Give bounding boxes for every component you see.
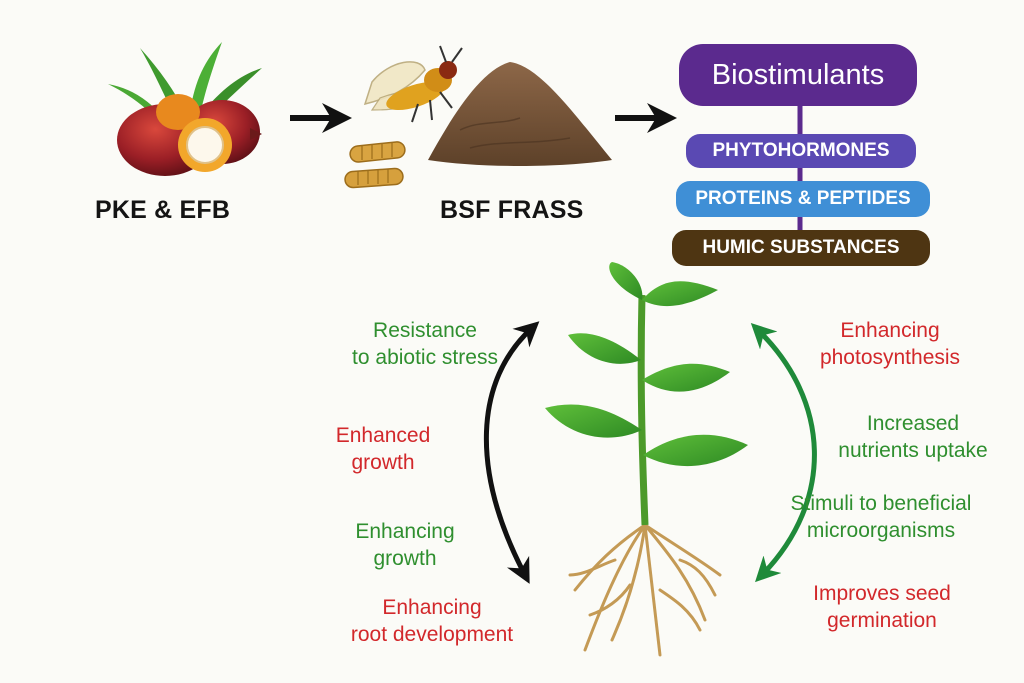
effect-line: photosynthesis [819, 346, 961, 369]
effect-line: Increased [866, 412, 960, 435]
component-proteins-peptides: PROTEINS & PEPTIDES [676, 181, 930, 217]
effect-line: Improves seed [813, 582, 951, 605]
effect-line: germination [827, 609, 937, 632]
effect-line: Enhanced [335, 424, 431, 447]
frass-label: BSF FRASS [440, 196, 584, 224]
effect-enhanced-growth: Enhanced growth [318, 422, 448, 476]
effect-line: Enhancing [382, 596, 482, 619]
effect-line: nutrients uptake [838, 439, 988, 462]
black-soldier-fly-icon [363, 45, 463, 123]
effect-stimuli-beneficial-microorganisms: Stimuli to beneficial microorganisms [770, 490, 992, 544]
component-humic-substances: HUMIC SUBSTANCES [672, 230, 930, 266]
larvae-icon [344, 141, 406, 189]
effect-increased-nutrients-uptake: Increased nutrients uptake [822, 410, 1004, 464]
left-cycle-arrow [483, 321, 540, 584]
effect-line: to abiotic stress [352, 346, 498, 369]
component-label: PHYTOHORMONES [712, 140, 890, 161]
effect-resistance-abiotic-stress: Resistance to abiotic stress [330, 317, 520, 371]
plant-with-roots-icon [545, 262, 748, 657]
effect-line: microorganisms [806, 519, 956, 542]
component-phytohormones: PHYTOHORMONES [686, 134, 916, 168]
effect-improves-seed-germination: Improves seed germination [796, 580, 968, 634]
component-label: HUMIC SUBSTANCES [702, 237, 900, 258]
component-label: PROTEINS & PEPTIDES [695, 188, 911, 209]
biostimulants-title-box: Biostimulants [679, 44, 917, 106]
effect-enhancing-photosynthesis: Enhancing photosynthesis [800, 317, 980, 371]
effect-line: Enhancing [355, 520, 455, 543]
effect-line: Stimuli to beneficial [790, 492, 972, 515]
frass-pile-icon [428, 62, 612, 166]
effect-line: growth [373, 547, 437, 570]
biostimulants-title: Biostimulants [711, 58, 885, 91]
effect-line: growth [351, 451, 415, 474]
effect-enhancing-root-development: Enhancing root development [334, 594, 530, 648]
effect-line: Enhancing [840, 319, 940, 342]
right-cycle-arrow [750, 323, 817, 583]
palm-fruit-icon [108, 42, 262, 176]
feedstock-label: PKE & EFB [95, 196, 231, 224]
effect-enhancing-growth: Enhancing growth [330, 518, 480, 572]
effect-line: root development [350, 623, 514, 646]
effect-line: Resistance [373, 319, 477, 342]
